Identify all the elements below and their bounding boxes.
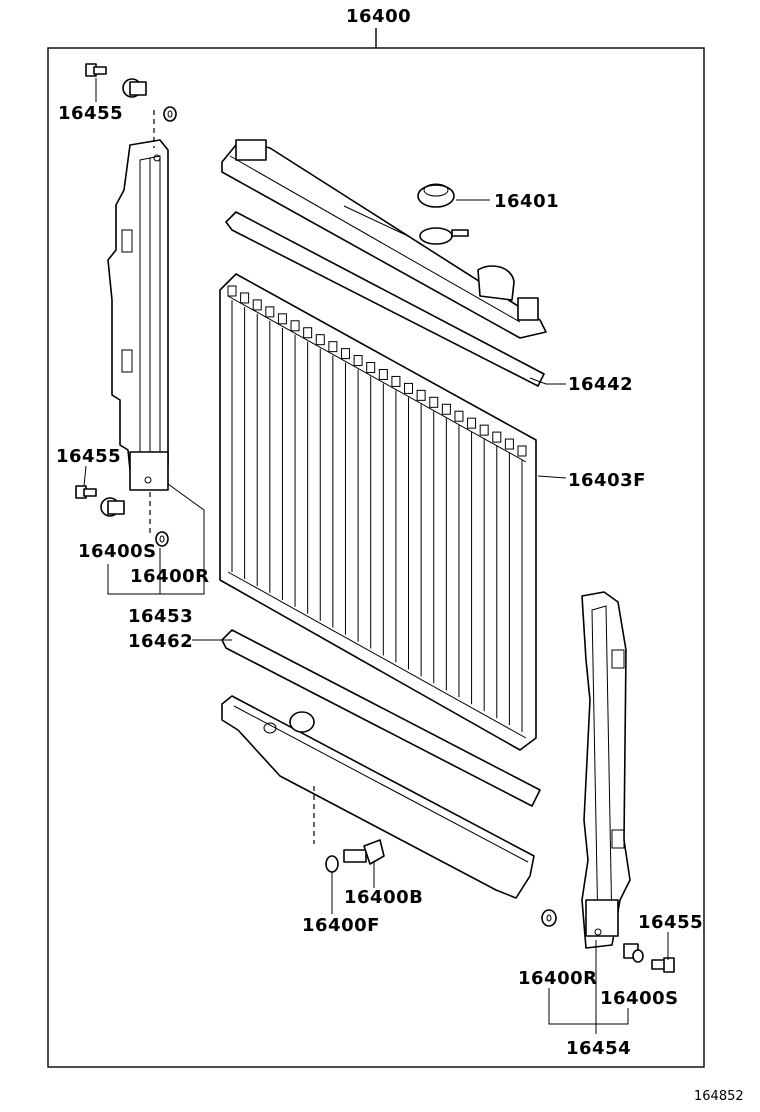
core-header-tooth — [467, 417, 477, 429]
core-header-tooth — [340, 348, 350, 360]
drain-cock[interactable] — [343, 839, 385, 865]
label-drain-cock: 16400B — [344, 887, 423, 908]
lower-gasket[interactable] — [221, 629, 541, 807]
label-bolt-mid-left: 16455 — [56, 446, 121, 467]
label-support-right: 16454 — [566, 1038, 631, 1059]
radiator-core[interactable] — [219, 273, 537, 751]
washer-top-left[interactable] — [163, 106, 177, 122]
bolt-right[interactable] — [651, 957, 675, 973]
bolt-top-left[interactable] — [85, 63, 107, 77]
core-header-tooth — [303, 327, 313, 339]
core-header-tooth — [504, 438, 514, 450]
label-bolt-right: 16455 — [638, 912, 703, 933]
label-cushion-right: 16400S — [600, 988, 679, 1009]
cushion-right[interactable] — [623, 943, 644, 963]
label-drain-oring: 16400F — [302, 915, 380, 936]
core-header-tooth — [265, 306, 275, 318]
label-cap: 16401 — [494, 191, 559, 212]
core-header-tooth — [315, 334, 325, 346]
core-header-tooth — [252, 299, 262, 311]
filler-neck[interactable] — [419, 227, 469, 245]
label-washer-right: 16400R — [518, 968, 597, 989]
core-header-tooth — [366, 362, 376, 374]
core-header-tooth — [328, 341, 338, 353]
cushion-mid-left[interactable] — [100, 497, 125, 517]
upper-tank[interactable] — [221, 139, 547, 339]
upper-gasket[interactable] — [225, 211, 545, 387]
drain-oring[interactable] — [325, 855, 339, 873]
core-header-tooth — [492, 431, 502, 443]
label-support-left: 16453 — [128, 606, 193, 627]
label-lower-gasket: 16462 — [128, 631, 193, 652]
core-header-tooth — [454, 410, 464, 422]
core-header-tooth — [290, 320, 300, 332]
core-header-tooth — [416, 389, 426, 401]
label-bolt-top-left: 16455 — [58, 103, 123, 124]
cushion-top-left[interactable] — [122, 78, 147, 98]
washer-mid-left[interactable] — [155, 531, 169, 547]
washer-right[interactable] — [541, 909, 557, 927]
core-header-tooth — [429, 396, 439, 408]
core-header-tooth — [277, 313, 287, 325]
core-header-tooth — [404, 382, 414, 394]
core-header-tooth — [240, 292, 250, 304]
core-header-tooth — [378, 368, 388, 380]
lower-tank[interactable] — [221, 695, 535, 899]
core-header-tooth — [441, 403, 451, 415]
radiator-cap[interactable] — [417, 183, 455, 208]
core-header-tooth — [479, 424, 489, 436]
core-header-tooth — [391, 375, 401, 387]
label-washer-left: 16400R — [130, 566, 209, 587]
core-header-tooth — [227, 285, 237, 297]
label-cushion-left: 16400S — [78, 541, 157, 562]
right-radiator-support[interactable] — [581, 591, 631, 949]
figure-number: 164852 — [694, 1089, 744, 1104]
label-upper-gasket: 16442 — [568, 374, 633, 395]
label-assembly: 16400 — [346, 6, 411, 27]
core-header-tooth — [517, 445, 527, 457]
core-header-tooth — [353, 355, 363, 367]
left-radiator-support[interactable] — [107, 139, 169, 491]
label-core: 16403F — [568, 470, 646, 491]
bolt-mid-left[interactable] — [75, 485, 97, 499]
